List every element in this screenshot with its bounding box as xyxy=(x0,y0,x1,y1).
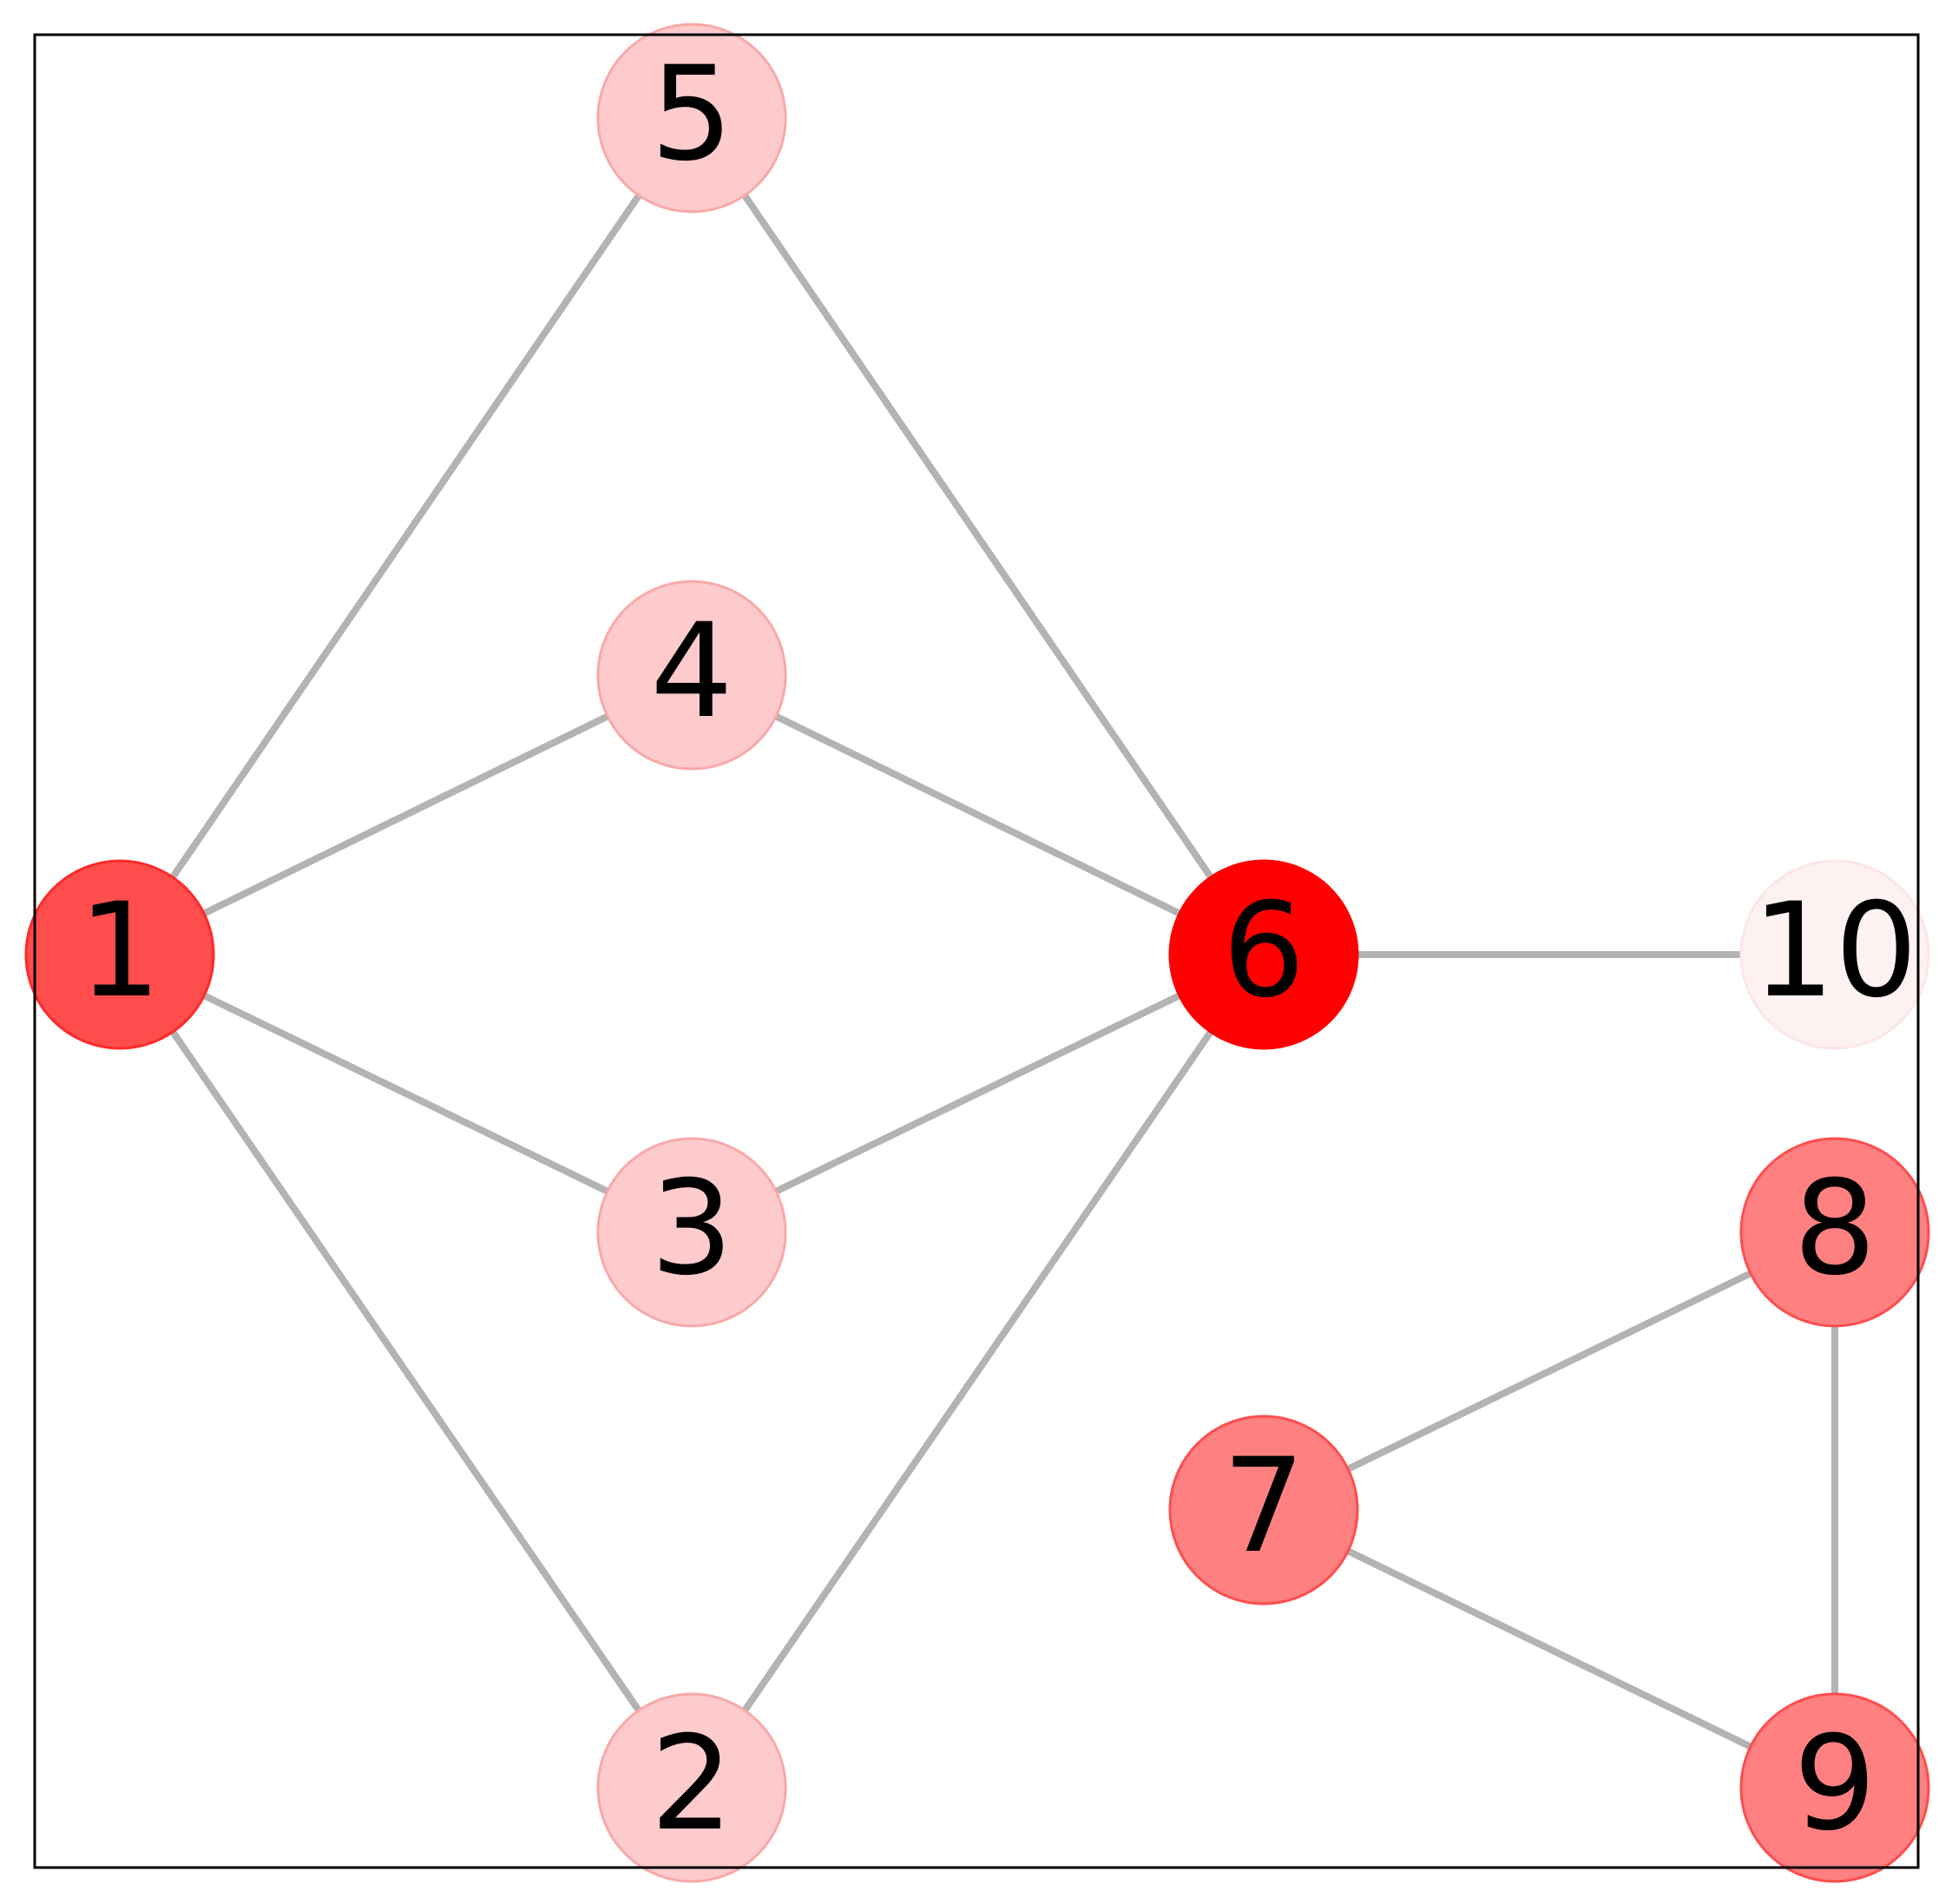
node-circle-2 xyxy=(596,1692,787,1883)
plot-frame xyxy=(33,33,1920,1869)
node-circle-7 xyxy=(1168,1415,1359,1605)
node-10: 10 xyxy=(1739,859,1930,1050)
node-2: 2 xyxy=(596,1692,787,1883)
nodes-layer: 1 2 3 4 5 6 7 8 9 10 xyxy=(24,23,1930,1883)
node-circle-1 xyxy=(24,859,215,1050)
node-4: 4 xyxy=(596,580,787,771)
node-circle-8 xyxy=(1739,1137,1930,1328)
node-label-3: 3 xyxy=(650,1153,733,1304)
node-label-7: 7 xyxy=(1222,1431,1305,1582)
node-3: 3 xyxy=(596,1137,787,1328)
node-label-8: 8 xyxy=(1793,1153,1876,1304)
node-circle-6 xyxy=(1168,859,1359,1050)
node-circle-5 xyxy=(596,23,787,213)
edge-3-6 xyxy=(690,951,1265,1236)
edge-1-3 xyxy=(118,951,693,1236)
node-1: 1 xyxy=(24,859,215,1050)
node-label-9: 9 xyxy=(1793,1709,1876,1860)
node-8: 8 xyxy=(1739,1137,1930,1328)
edges-layer xyxy=(116,115,1838,1791)
node-9: 9 xyxy=(1739,1692,1930,1883)
edge-1-5 xyxy=(116,115,695,957)
node-label-6: 6 xyxy=(1222,876,1305,1027)
node-7: 7 xyxy=(1168,1415,1359,1605)
node-circle-9 xyxy=(1739,1692,1930,1883)
node-label-2: 2 xyxy=(650,1709,733,1860)
node-label-5: 5 xyxy=(650,39,733,190)
edge-5-6 xyxy=(688,115,1267,957)
node-label-4: 4 xyxy=(650,596,733,747)
node-circle-10 xyxy=(1739,859,1930,1050)
edge-7-9 xyxy=(1262,1507,1837,1791)
edge-7-8 xyxy=(1262,1229,1837,1513)
edge-2-6 xyxy=(688,952,1267,1790)
edge-1-4 xyxy=(118,672,693,958)
node-5: 5 xyxy=(596,23,787,213)
node-circle-3 xyxy=(596,1137,787,1328)
node-6: 6 xyxy=(1168,859,1359,1050)
edge-4-6 xyxy=(690,672,1265,958)
node-label-1: 1 xyxy=(78,876,161,1027)
node-label-10: 10 xyxy=(1752,876,1918,1027)
edge-1-2 xyxy=(116,952,695,1790)
node-circle-4 xyxy=(596,580,787,771)
